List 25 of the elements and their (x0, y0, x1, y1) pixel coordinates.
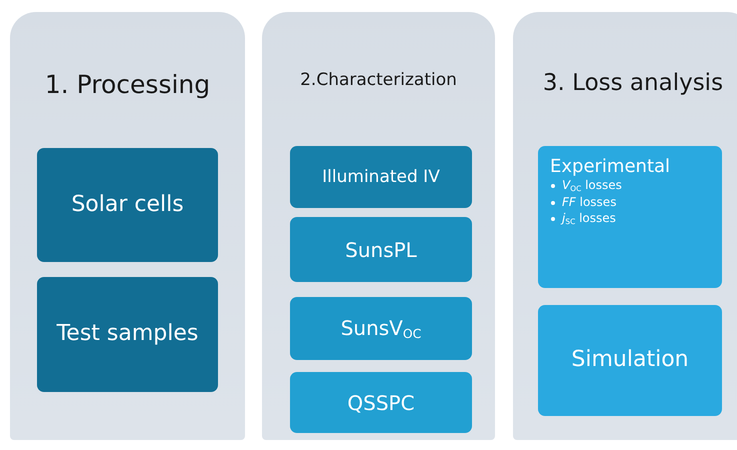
box-heading: Experimental (550, 156, 670, 177)
stage-panel (262, 12, 495, 440)
process-box (290, 372, 472, 433)
box-label: Illuminated IV (322, 166, 440, 188)
box-label: Test samples (56, 320, 198, 348)
process-box (290, 217, 472, 282)
process-box (37, 277, 218, 392)
box-label: SunsV$_{OC}$ (340, 314, 422, 342)
stage-panel (10, 12, 245, 440)
process-box (538, 305, 722, 416)
box-label: Simulation (571, 346, 689, 374)
process-box (290, 297, 472, 360)
bullet-item: V$_{OC}$ losses (550, 177, 622, 194)
process-box (37, 148, 218, 262)
stage-panel (513, 12, 737, 440)
result-box (538, 146, 722, 288)
box-label: Solar cells (71, 190, 184, 219)
box-label: SunsPL (345, 236, 417, 262)
stage-heading: 2.Characterization (299, 70, 458, 90)
bullet-item: j$_{SC}$ losses (550, 210, 616, 227)
stage-heading: 3. Loss analysis (542, 70, 724, 96)
process-box (290, 146, 472, 208)
stage-heading: 1. Processing (44, 70, 212, 99)
box-label: QSSPC (347, 390, 415, 416)
bullet-item: FF losses (550, 194, 616, 210)
